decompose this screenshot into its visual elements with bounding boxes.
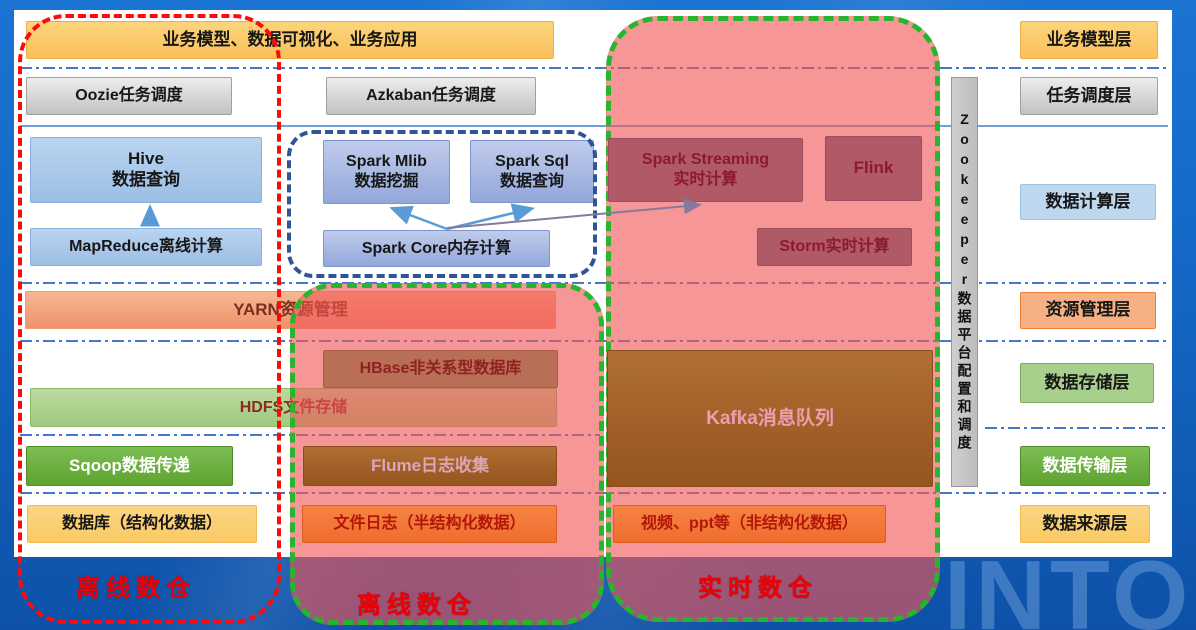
structured-data-box: 数据库（结构化数据） — [27, 505, 257, 543]
spark-core-box: Spark Core内存计算 — [323, 230, 550, 267]
kafka-box: Kafka消息队列 — [607, 350, 933, 487]
layer-label-source: 数据来源层 — [1020, 505, 1150, 543]
spark-mlib-line1: Spark Mlib — [346, 153, 427, 171]
hive-line2: 数据查询 — [112, 170, 180, 189]
business-app-bar: 业务模型、数据可视化、业务应用 — [26, 21, 554, 59]
layer-label-transfer: 数据传输层 — [1020, 446, 1150, 486]
spark-group-frame — [287, 130, 597, 278]
oozie-box: Oozie任务调度 — [26, 77, 232, 115]
separator-line-storage-transfer-right — [985, 427, 1168, 429]
separator-line-compute-resource — [20, 282, 1168, 284]
layer-label-resource: 资源管理层 — [1020, 292, 1156, 329]
spark-mlib-box: Spark Mlib 数据挖掘 — [323, 140, 450, 204]
sqoop-box: Sqoop数据传递 — [26, 446, 233, 486]
storm-box: Storm实时计算 — [757, 228, 912, 266]
azkaban-box: Azkaban任务调度 — [326, 77, 536, 115]
layer-label-scheduling: 任务调度层 — [1020, 77, 1158, 115]
layer-label-storage: 数据存储层 — [1020, 363, 1154, 403]
separator-line-solid — [20, 125, 1168, 127]
layer-label-business: 业务模型层 — [1020, 21, 1158, 59]
layer-label-compute: 数据计算层 — [1020, 184, 1156, 220]
flume-box: Flume日志收集 — [303, 446, 557, 486]
spark-mlib-line2: 数据挖掘 — [354, 173, 419, 190]
separator-line-top — [20, 67, 1168, 69]
warehouse-label-realtime: 实时数仓 — [698, 573, 818, 602]
spark-sql-box: Spark Sql 数据查询 — [470, 140, 594, 203]
hbase-box: HBase非关系型数据库 — [323, 350, 558, 388]
background-watermark: INTO — [944, 540, 1193, 630]
zookeeper-bar: Zookeeper数据平台配置和调度 — [951, 77, 978, 487]
spark-streaming-line2: 实时计算 — [673, 171, 738, 188]
warehouse-label-offline-left: 离线数仓 — [76, 573, 196, 602]
spark-streaming-line1: Spark Streaming — [641, 151, 770, 169]
spark-sql-line1: Spark Sql — [495, 152, 569, 170]
hive-box: Hive 数据查询 — [30, 137, 262, 203]
unstructured-data-box: 视频、ppt等（非结构化数据） — [613, 505, 886, 543]
zookeeper-label: Zookeeper数据平台配置和调度 — [956, 111, 973, 453]
spark-streaming-box: Spark Streaming 实时计算 — [608, 138, 803, 202]
mapreduce-box: MapReduce离线计算 — [30, 228, 262, 266]
warehouse-label-offline-middle: 离线数仓 — [357, 590, 477, 619]
semistructured-data-box: 文件日志（半结构化数据） — [302, 505, 557, 543]
offline-warehouse-frame — [18, 14, 281, 624]
flink-box: Flink — [825, 136, 922, 201]
spark-sql-line2: 数据查询 — [499, 172, 564, 190]
hive-line1: Hive — [128, 149, 164, 169]
